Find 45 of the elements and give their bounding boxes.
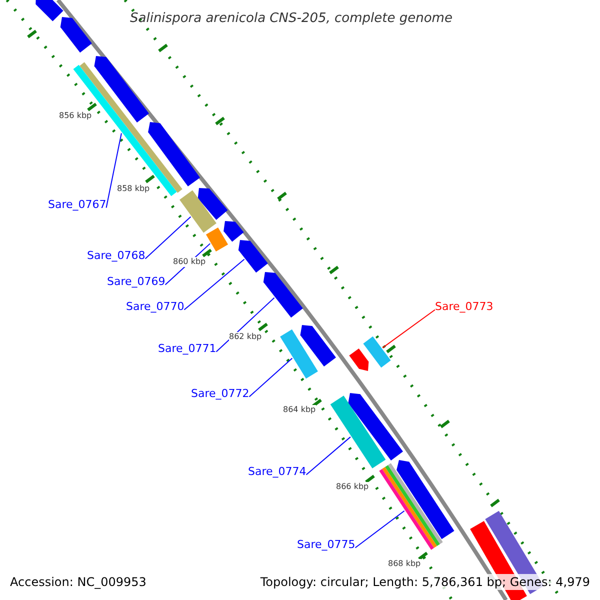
position-label: 860 kbp [173,257,206,267]
gene-block [36,0,64,22]
position-label: 868 kbp [388,559,421,569]
gene-block [180,190,216,233]
gene-block [348,393,403,460]
leader-line [248,358,293,398]
gene-label: Sare_0771 [158,342,216,355]
position-label: 864 kbp [283,405,316,415]
gene-block [263,272,303,318]
position-label: 866 kbp [336,482,369,492]
gene-block [379,463,443,550]
gene-block [60,17,92,53]
gene-block [330,396,386,468]
leader-line [382,309,436,348]
leader-line [354,510,405,548]
leader-line [216,297,275,352]
gene-label: Sare_0769 [107,275,166,288]
position-label: 858 kbp [117,184,150,194]
leader-line [306,436,351,476]
gene-block [300,325,336,367]
accession-text: Accession: NC_009953 [8,574,148,590]
gene-block [396,460,454,540]
gene-label: Sare_0770 [126,300,184,313]
gene-block [224,221,244,242]
gene-label: Sare_0767 [48,198,106,211]
gene-block [349,348,369,371]
position-label: 856 kbp [59,111,92,121]
gene-block [148,122,200,186]
title: Salinispora arenicola CNS-205, complete genome [130,10,452,28]
genome-stats-text: Topology: circular; Length: 5,786,361 bp; Genes: 4,979 [258,574,592,590]
position-label: 862 kbp [229,332,262,342]
gene-block [280,329,318,379]
gene-block [363,336,391,368]
leader-line [106,132,122,208]
gene-block [198,188,228,220]
gene-label: Sare_0768 [87,249,146,262]
gene-block [206,227,228,252]
gene-block [94,56,149,123]
gene-label: Sare_0774 [248,465,306,478]
gene-block [238,240,268,273]
leader-line [184,258,245,310]
gene-label: Sare_0775 [297,538,356,551]
gene-label: Sare_0772 [191,387,250,400]
leader-line [144,216,192,260]
gene-label: Sare_0773 [435,300,494,313]
